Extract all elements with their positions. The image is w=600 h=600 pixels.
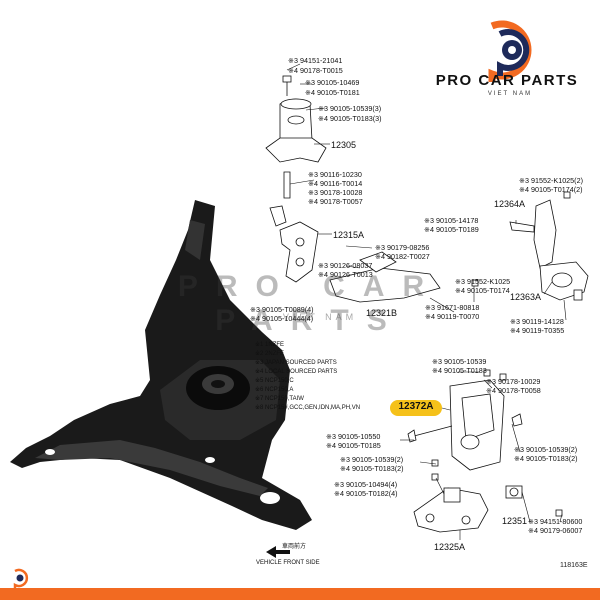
label-90105-t0182-4: ※4 90105-T0182(4) xyxy=(334,489,398,498)
footer-logo-icon xyxy=(13,568,29,588)
brand-name: PRO CAR PARTS xyxy=(435,72,579,89)
label-90105-10539-2-left: ※3 90105-10539(2) xyxy=(340,455,403,464)
label-90119-14128: ※3 90119-14128 xyxy=(510,317,564,326)
label-90105-14178: ※3 90105-14178 xyxy=(424,216,478,225)
watermark-text: PRO CAR PARTS xyxy=(177,270,443,337)
label-90178-10028: ※3 90178-10028 xyxy=(308,188,362,197)
part-12305: 12305 xyxy=(331,140,356,150)
figure-id: 118163E xyxy=(560,562,588,569)
orientation-label-jp: 車両前方 xyxy=(282,542,306,550)
label-90179-06007: ※4 90179-06007 xyxy=(528,526,582,535)
label-91671-80818: ※3 91671-80818 xyxy=(425,303,479,312)
front-arrow-icon xyxy=(266,546,290,558)
label-90105-t0185: ※4 90105-T0185 xyxy=(326,441,381,450)
label-94151-21041: ※3 94151-21041 xyxy=(288,56,342,65)
brand-tagline: VIET NAM xyxy=(487,91,533,97)
part-12351: 12351 xyxy=(502,516,527,526)
label-90178-t0015: ※4 90178-T0015 xyxy=(288,66,343,75)
label-90105-t0183-3: ※4 90105-T0183(3) xyxy=(318,114,382,123)
label-90105-t0174: ※4 90105-T0174 xyxy=(455,286,510,295)
label-90119-t0355: ※4 90119-T0355 xyxy=(510,326,564,335)
note-8: ※8 NCP15#,GCC,GEN,IDN,MA,PH,VN xyxy=(255,404,360,411)
label-90119-t0070: ※4 90119-T0070 xyxy=(425,312,479,321)
label-90178-10029: ※3 90178-10029 xyxy=(486,377,540,386)
label-90178-t0057: ※4 90178-T0057 xyxy=(308,197,363,206)
label-90178-t0058: ※4 90178-T0058 xyxy=(486,386,541,395)
label-91552-k1025-2: ※3 91552-K1025(2) xyxy=(519,176,583,185)
label-90116-t0014: ※4 90116-T0014 xyxy=(308,179,362,188)
note-7: ※7 NCP150,TAIW xyxy=(255,395,304,402)
orientation-label: VEHICLE FRONT SIDE xyxy=(256,560,320,566)
label-94151-80600: ※3 94151-80600 xyxy=(528,517,582,526)
label-90105-10444-4: ※4 90105-10444(4) xyxy=(250,314,313,323)
highlighted-part-12372a: 12372A xyxy=(398,401,434,412)
label-90105-t0174-2: ※4 90105-T0174(2) xyxy=(519,185,583,194)
note-1: ※1 1NZFE xyxy=(255,341,284,348)
part-12325a: 12325A xyxy=(434,542,465,552)
label-90116-10230: ※3 90116-10230 xyxy=(308,170,362,179)
label-90105-t0183: ※4 90105-T0183 xyxy=(432,366,487,375)
note-3: ※3 JAPAN SOURCED PARTS xyxy=(255,359,337,366)
part-12321b: 12321B xyxy=(366,308,397,318)
note-6: ※6 NCP150,A xyxy=(255,386,293,393)
note-5: ※5 NCP150,C xyxy=(255,377,294,384)
watermark-subtext: VIET NAM xyxy=(282,312,358,322)
label-90105-10539: ※3 90105-10539 xyxy=(432,357,486,366)
label-90126-08037: ※3 90126-08037 xyxy=(318,261,372,270)
label-90105-10469: ※3 90105-10469 xyxy=(305,78,359,87)
label-90105-t0183-2-right: ※4 90105-T0183(2) xyxy=(514,454,578,463)
label-90126-t0013: ※4 90126-T0013 xyxy=(318,270,373,279)
label-90105-t0089-4: ※3 90105-T0089(4) xyxy=(250,305,314,314)
label-90179-08256: ※3 90179-08256 xyxy=(375,243,429,252)
label-90105-10494-4: ※3 90105-10494(4) xyxy=(334,480,397,489)
part-12315a: 12315A xyxy=(333,230,364,240)
label-90105-t0189: ※4 90105-T0189 xyxy=(424,225,479,234)
note-2: ※2 2NZFE xyxy=(255,350,284,357)
label-90182-t0027: ※4 90182-T0027 xyxy=(375,252,430,261)
label-90105-10539-3: ※3 90105-10539(3) xyxy=(318,104,381,113)
brand-logo-icon xyxy=(488,20,532,82)
part-12363a: 12363A xyxy=(510,292,541,302)
label-90105-t0183-2-left: ※4 90105-T0183(2) xyxy=(340,464,404,473)
engine-mount-photo xyxy=(10,200,312,530)
label-90105-t0181: ※4 90105-T0181 xyxy=(305,88,360,97)
label-91552-k1025: ※3 91552-K1025 xyxy=(455,277,510,286)
highlight-pill xyxy=(390,400,442,416)
footer-bar xyxy=(0,588,600,600)
label-90105-10539-2-right: ※3 90105-10539(2) xyxy=(514,445,577,454)
note-4: ※4 LOCAL SOURCED PARTS xyxy=(255,368,337,375)
label-90105-10550: ※3 90105-10550 xyxy=(326,432,380,441)
part-12364a: 12364A xyxy=(494,199,525,209)
